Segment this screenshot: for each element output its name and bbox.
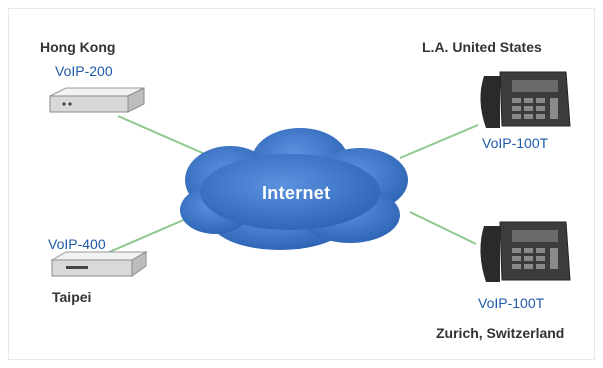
voip-gateway-icon (49, 87, 145, 113)
ip-phone-icon (480, 221, 571, 282)
taipei-city-label: Taipei (52, 289, 92, 305)
zurich-city-label: Zurich, Switzerland (436, 325, 565, 341)
hongkong-model-label: VoIP-200 (55, 63, 113, 79)
ip-phone-icon (480, 71, 571, 128)
internet-cloud-icon (180, 128, 408, 250)
hongkong-city-label: Hong Kong (40, 39, 116, 55)
zurich-model-label: VoIP-100T (478, 295, 545, 311)
link-la (399, 124, 479, 159)
taipei-model-label: VoIP-400 (48, 236, 106, 252)
la-city-label: L.A. United States (422, 39, 542, 55)
voip-gateway-icon (50, 251, 148, 277)
link-zurich (409, 211, 477, 245)
internet-label: Internet (262, 183, 331, 203)
la-model-label: VoIP-100T (482, 135, 549, 151)
